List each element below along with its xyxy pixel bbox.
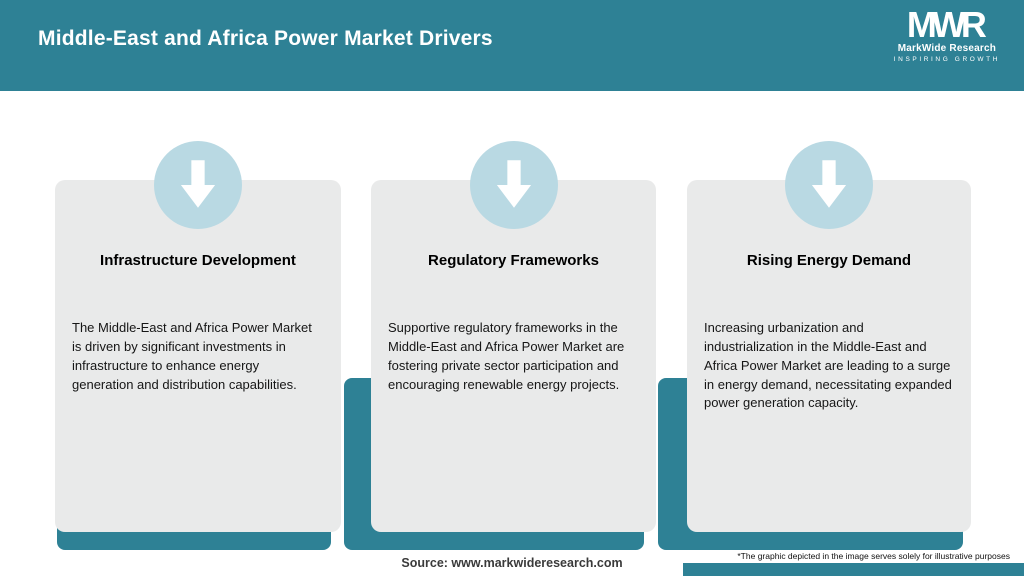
card-body: Supportive regulatory frameworks in the …: [388, 320, 625, 392]
card-title: Rising Energy Demand: [746, 252, 912, 269]
logo: MWR MarkWide Research INSPIRING GROWTH: [894, 7, 1000, 64]
header-bar: Middle-East and Africa Power Market Driv…: [0, 0, 1024, 91]
logo-tagline: INSPIRING GROWTH: [893, 56, 1000, 63]
card-title: Regulatory Frameworks: [428, 252, 599, 269]
driver-card-infrastructure-development: Infrastructure Development The Middle-Ea…: [55, 141, 341, 532]
driver-card-regulatory-frameworks: Regulatory Frameworks Supportive regulat…: [371, 141, 656, 532]
down-arrow-icon: [785, 141, 873, 229]
card-body: Increasing urbanization and industrializ…: [704, 320, 952, 411]
page-title: Middle-East and Africa Power Market Driv…: [38, 27, 493, 50]
down-arrow-icon: [469, 141, 558, 229]
card-title: Infrastructure Development: [100, 252, 296, 269]
logo-name: MarkWide Research: [897, 43, 997, 54]
down-arrow-icon: [154, 141, 242, 229]
bottom-accent-bar: [683, 563, 1024, 576]
disclaimer-text: *The graphic depicted in the image serve…: [737, 551, 1010, 561]
source-text: Source: www.markwideresearch.com: [401, 556, 623, 570]
logo-acronym: MWR: [906, 4, 987, 45]
driver-card-rising-energy-demand: Rising Energy Demand Increasing urbaniza…: [687, 141, 971, 532]
card-body: The Middle-East and Africa Power Market …: [72, 320, 312, 392]
